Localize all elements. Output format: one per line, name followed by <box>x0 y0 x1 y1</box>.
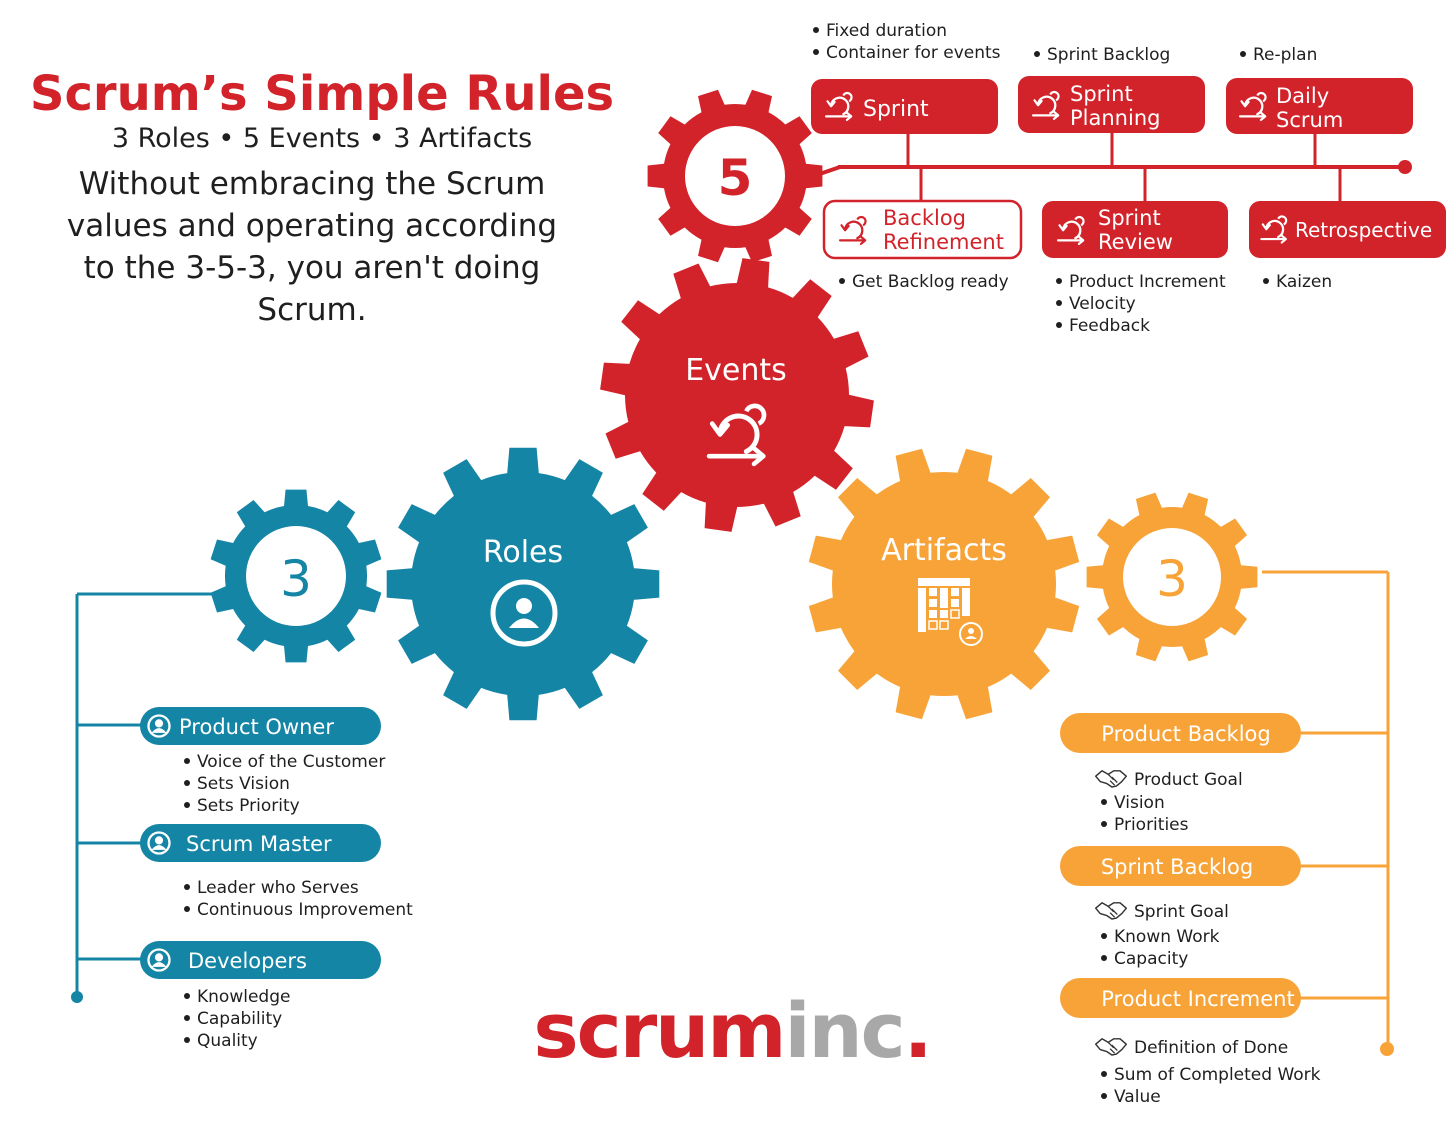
bullet-item: Leader who Serves <box>197 878 359 898</box>
event-box <box>1249 201 1446 258</box>
bullet-item: Known Work <box>1114 927 1220 947</box>
artifact-label: Sprint Backlog <box>1101 855 1253 879</box>
roles-count-hub <box>246 526 346 626</box>
artifacts-tree <box>1262 570 1394 1056</box>
bullet-item: Knowledge <box>197 987 290 1007</box>
page-title: Scrum’s Simple Rules <box>30 66 614 122</box>
gear-group: 5 Events Roles 3 Artifacts <box>210 89 1258 721</box>
role-label: Product Owner <box>179 715 334 739</box>
roles-count-number: 3 <box>280 550 312 608</box>
event-label: Planning <box>1070 106 1160 130</box>
event-box <box>1042 201 1228 258</box>
commitment-label: Product Goal <box>1134 770 1243 790</box>
artifact-product-backlog: Product Backlog Product Goal Vision Prio… <box>1060 713 1301 835</box>
role-developers: Developers Knowledge Capability Quality <box>140 941 381 1051</box>
role-pill <box>140 824 381 862</box>
event-label: Sprint <box>1098 206 1161 230</box>
artifact-label: Product Backlog <box>1101 722 1270 746</box>
bullet-item: Fixed duration <box>826 21 947 41</box>
logo-scrum: scrum <box>533 986 784 1075</box>
commitment-label: Sprint Goal <box>1134 902 1229 922</box>
commitment-label: Definition of Done <box>1134 1038 1288 1058</box>
event-sprint-review: Sprint Review Product Increment Velocity… <box>1042 201 1228 336</box>
bullet-item: Sprint Backlog <box>1047 45 1170 65</box>
logo-dot: . <box>904 986 931 1075</box>
events-gear-label: Events <box>685 353 787 388</box>
intro-line-3: to the 3-5-3, you aren't doing <box>84 250 541 286</box>
intro-line-4: Scrum. <box>257 292 366 328</box>
role-scrum-master: Scrum Master Leader who Serves Continuou… <box>140 824 413 920</box>
handshake-icon <box>1094 770 1128 788</box>
role-product-owner: Product Owner Voice of the Customer Sets… <box>140 707 385 816</box>
artifact-pill <box>1060 846 1301 886</box>
artifact-pill <box>1060 713 1301 753</box>
artifacts-count-hub <box>1123 528 1221 626</box>
event-label: Review <box>1098 230 1173 254</box>
bullet-item: Quality <box>197 1031 258 1051</box>
role-label: Developers <box>188 949 307 973</box>
bullet-item: Value <box>1114 1087 1161 1107</box>
event-label: Retrospective <box>1295 218 1432 242</box>
events-count-number: 5 <box>718 149 753 207</box>
event-retrospective: Retrospective Kaizen <box>1249 201 1446 292</box>
roles-gear-label: Roles <box>483 535 563 570</box>
bullet-item: Feedback <box>1069 316 1150 336</box>
bullet-item: Sets Vision <box>197 774 290 794</box>
event-label: Backlog <box>883 206 966 230</box>
intro-line-1: Without embracing the Scrum <box>79 166 546 202</box>
bullet-item: Priorities <box>1114 815 1189 835</box>
bullet-item: Sets Priority <box>197 796 300 816</box>
events-count-hub <box>685 126 785 226</box>
event-sprint-planning: Sprint Backlog Sprint Planning <box>1018 45 1205 133</box>
event-label: Daily <box>1276 84 1329 108</box>
bullet-item: Vision <box>1114 793 1165 813</box>
scruminc-logo: scruminc. <box>533 986 930 1075</box>
event-label: Sprint <box>1070 82 1133 106</box>
user-circle-icon <box>490 579 558 647</box>
bullet-item: Capacity <box>1114 949 1188 969</box>
bullet-item: Product Increment <box>1069 272 1226 292</box>
event-backlog-refinement: Backlog Refinement Get Backlog ready <box>822 199 1023 292</box>
event-sprint: Fixed duration Container for events Spri… <box>811 21 1001 134</box>
event-label: Scrum <box>1276 108 1343 132</box>
event-box <box>811 79 998 134</box>
intro-line-2: values and operating according <box>67 208 557 244</box>
artifacts-gear-label: Artifacts <box>881 533 1007 568</box>
event-label: Sprint <box>863 97 929 122</box>
artifact-pill <box>1060 978 1301 1018</box>
bullet-item: Container for events <box>826 43 1001 63</box>
event-label: Refinement <box>883 230 1004 254</box>
role-label: Scrum Master <box>186 832 332 856</box>
handshake-icon <box>1094 1038 1128 1056</box>
bullet-item: Continuous Improvement <box>197 900 413 920</box>
bullet-item: Voice of the Customer <box>197 752 385 772</box>
artifact-label: Product Increment <box>1101 987 1294 1011</box>
bullet-item: Get Backlog ready <box>852 272 1009 292</box>
event-box <box>1018 76 1205 133</box>
page-subtitle: 3 Roles • 5 Events • 3 Artifacts <box>112 123 532 154</box>
role-pill <box>140 941 381 979</box>
bullet-item: Capability <box>197 1009 282 1029</box>
role-pill <box>140 707 381 745</box>
logo-inc: inc <box>784 986 903 1075</box>
bullet-item: Re-plan <box>1253 45 1317 65</box>
events-timeline <box>807 133 1412 201</box>
events-gear <box>600 258 874 532</box>
event-box <box>822 199 1023 260</box>
backlog-board-icon <box>918 578 983 646</box>
event-box <box>1226 78 1413 134</box>
bullet-item: Velocity <box>1069 294 1136 314</box>
handshake-icon <box>1094 902 1128 920</box>
roles-tree <box>71 592 216 1003</box>
bullet-item: Kaizen <box>1276 272 1332 292</box>
artifacts-count-number: 3 <box>1156 550 1188 608</box>
artifact-sprint-backlog: Sprint Backlog Sprint Goal Known Work Ca… <box>1060 846 1301 969</box>
event-daily-scrum: Re-plan Daily Scrum <box>1226 45 1413 134</box>
artifact-product-increment: Product Increment Definition of Done Sum… <box>1060 978 1321 1107</box>
bullet-item: Sum of Completed Work <box>1114 1065 1321 1085</box>
